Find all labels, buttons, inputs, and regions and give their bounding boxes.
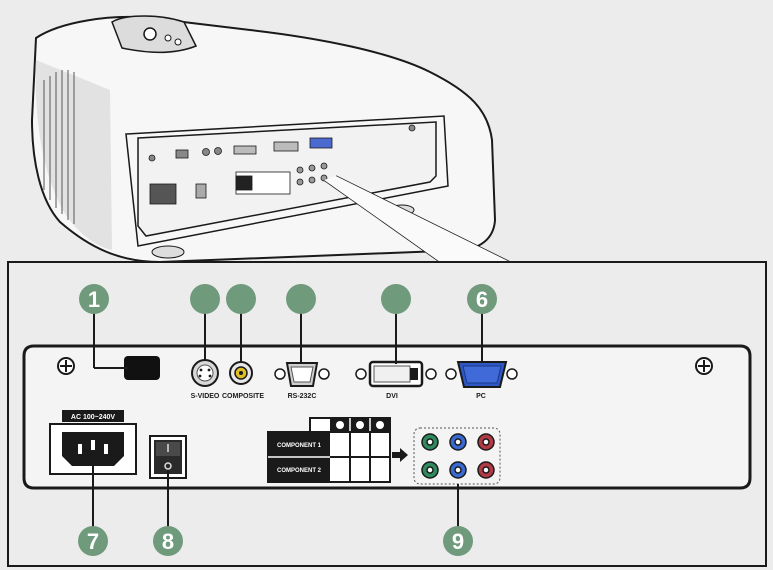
- component2-label: COMPONENT 2: [277, 468, 322, 474]
- callout-1: 1: [79, 284, 109, 314]
- power-switch: [149, 435, 187, 479]
- svideo-label: S-VIDEO: [191, 393, 220, 400]
- callout-2: [190, 284, 220, 314]
- svideo-pins: [198, 368, 212, 378]
- callout-9: 9: [443, 526, 473, 556]
- pc-vga-port: [445, 361, 518, 388]
- svg-text:9: 9: [452, 529, 464, 554]
- composite-label: COMPOSITE: [222, 393, 264, 400]
- svg-text:7: 7: [87, 529, 99, 554]
- callout-5: [381, 284, 411, 314]
- security-slot: [124, 356, 160, 380]
- callout-8: 8: [153, 526, 183, 556]
- svg-text:8: 8: [162, 529, 174, 554]
- rs232c-port: [274, 362, 330, 387]
- ac-label-box: [62, 410, 124, 422]
- ac-label: AC 100~240V: [71, 414, 116, 421]
- rs232c-label: RS-232C: [288, 393, 317, 400]
- screw-icon: [57, 357, 75, 375]
- component-jacks: [413, 427, 501, 485]
- component-table: [267, 417, 391, 483]
- callout-4: [286, 284, 316, 314]
- vent-grille: [43, 70, 75, 224]
- projector-illustration: [30, 15, 511, 264]
- back-panel-connectors: [148, 124, 416, 205]
- pc-label: PC: [476, 393, 486, 400]
- projector-foot: [151, 245, 185, 259]
- svideo-port-inner: [196, 364, 214, 382]
- arrow-icon: [392, 448, 408, 462]
- top-button: [174, 38, 182, 46]
- dvi-label: DVI: [386, 393, 398, 400]
- zoom-wedge: [324, 176, 510, 262]
- svg-text:1: 1: [88, 287, 100, 312]
- callout-6: 6: [467, 284, 497, 314]
- composite-pin: [239, 371, 243, 375]
- top-button: [143, 27, 157, 41]
- component1-label: COMPONENT 1: [277, 443, 322, 449]
- screw-icon: [695, 357, 713, 375]
- ac-power-inlet: [49, 423, 137, 475]
- svg-text:6: 6: [476, 287, 488, 312]
- back-panel-lip: [125, 115, 449, 247]
- callout-3: [226, 284, 256, 314]
- callout-7: 7: [78, 526, 108, 556]
- top-button: [164, 34, 172, 42]
